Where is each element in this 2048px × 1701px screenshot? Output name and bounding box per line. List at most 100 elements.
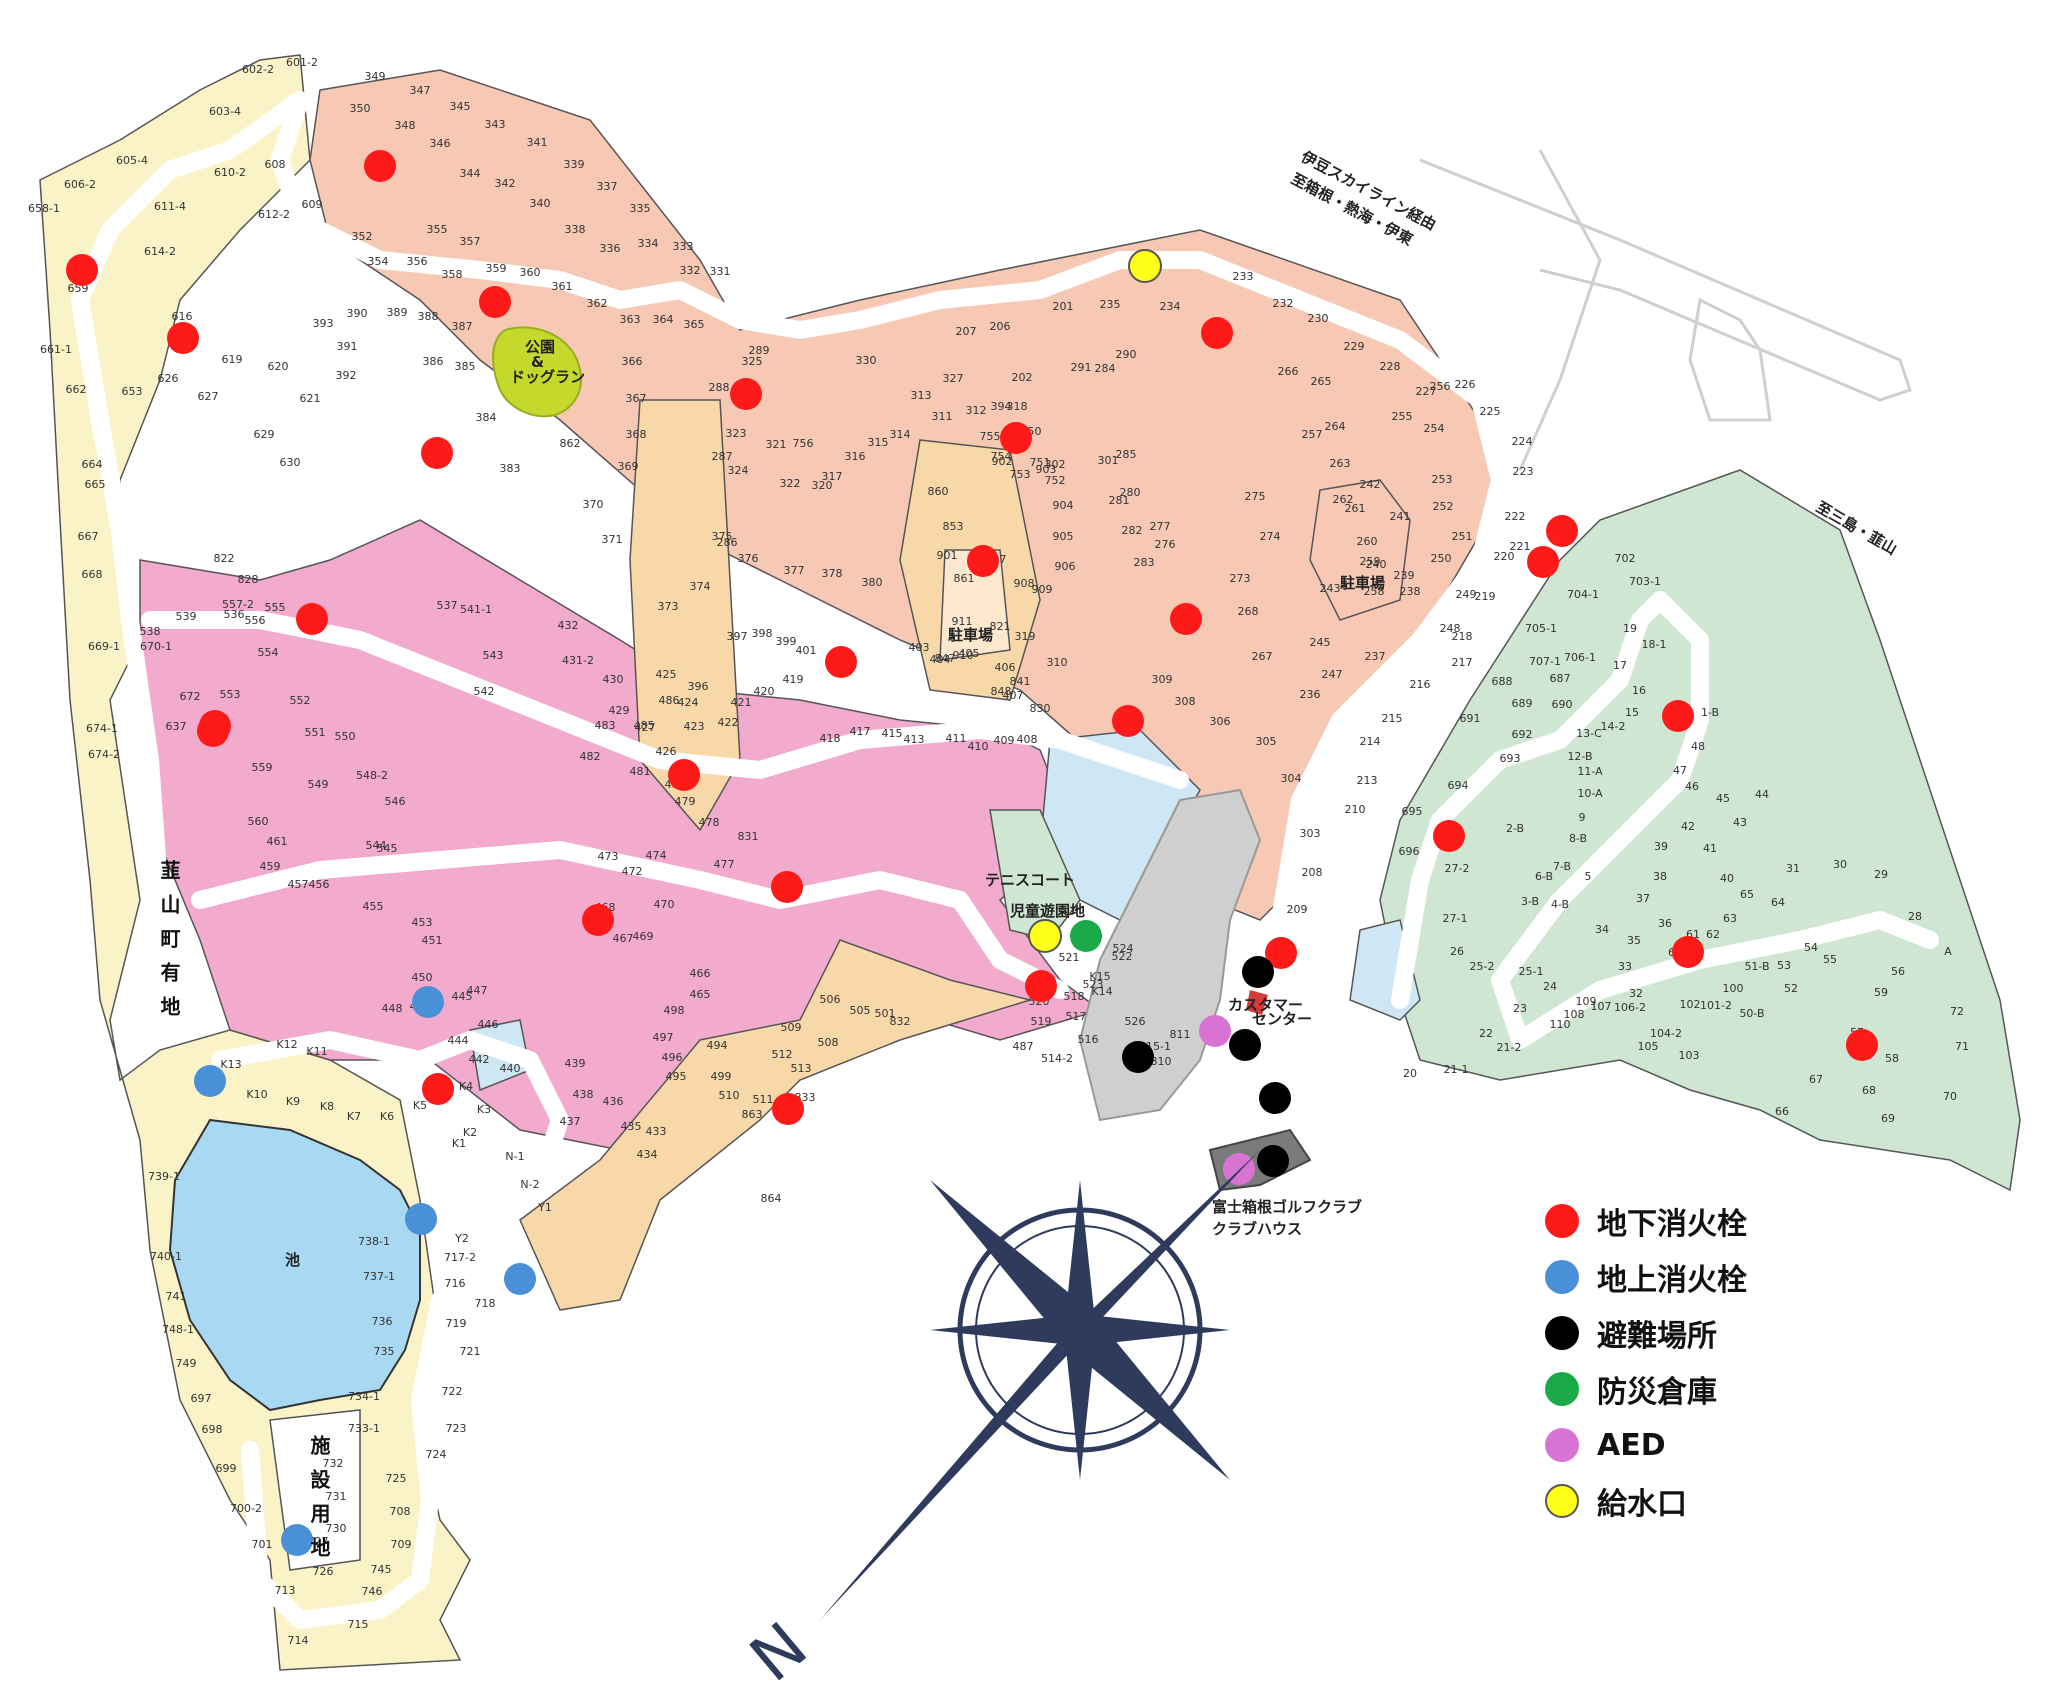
lot-label: 218 xyxy=(1452,630,1473,643)
lot-label: 821 xyxy=(990,620,1011,633)
evacuation-site-marker xyxy=(1257,1145,1289,1177)
aed-marker xyxy=(1223,1153,1255,1185)
lot-label: 348 xyxy=(395,119,416,132)
lot-label: 225 xyxy=(1480,405,1501,418)
lot-label: 385 xyxy=(455,360,476,373)
evacuation-site-marker xyxy=(1122,1041,1154,1073)
lot-label: K12 xyxy=(276,1038,297,1051)
aboveground-hydrant-marker xyxy=(194,1065,226,1097)
lot-label: 264 xyxy=(1325,420,1346,433)
lot-label: 233 xyxy=(1233,270,1254,283)
pond xyxy=(168,1118,421,1412)
lot-label: 323 xyxy=(726,427,747,440)
lot-label: 513 xyxy=(791,1062,812,1075)
lot-label: 522 xyxy=(1112,950,1133,963)
disaster-storage-marker xyxy=(1070,920,1102,952)
lot-label: 536 xyxy=(224,608,245,621)
underground-hydrant-marker xyxy=(296,603,328,635)
lot-label: 674-2 xyxy=(88,748,120,761)
lot-label: 537 xyxy=(437,599,458,612)
lot-label: 605-4 xyxy=(116,154,148,167)
underground-hydrant-marker xyxy=(967,545,999,577)
lot-label: 245 xyxy=(1310,636,1331,649)
lot-label: 431-2 xyxy=(562,654,594,667)
lot-label: 47 xyxy=(1673,764,1687,777)
lot-label: 24 xyxy=(1543,980,1557,993)
water-supply-marker xyxy=(1128,249,1162,283)
lot-label: 410 xyxy=(968,740,989,753)
underground-hydrant-marker xyxy=(1662,700,1694,732)
pink-dot-icon xyxy=(1545,1428,1579,1462)
lot-label: 335 xyxy=(630,202,651,215)
lot-label: 448 xyxy=(382,1002,403,1015)
lot-label: 674-1 xyxy=(86,722,118,735)
lot-label: 557-2 xyxy=(222,598,254,611)
lot-label: 58 xyxy=(1885,1052,1899,1065)
lot-label: 365 xyxy=(684,318,705,331)
lot-label: 224 xyxy=(1512,435,1533,448)
lot-label: 736 xyxy=(372,1315,393,1328)
lot-label: 283 xyxy=(1134,556,1155,569)
yellow-dot-icon xyxy=(1545,1484,1579,1518)
lot-label: 482 xyxy=(580,750,601,763)
lot-label: 288 xyxy=(709,381,730,394)
park-label-line-1: 公園 xyxy=(525,338,555,356)
lot-label: 281 xyxy=(1109,494,1130,507)
lot-label: 238 xyxy=(1400,585,1421,598)
lot-label: K3 xyxy=(477,1103,491,1116)
lot-label: 724 xyxy=(426,1448,447,1461)
lot-label: 346 xyxy=(430,137,451,150)
lot-label: 276 xyxy=(1155,538,1176,551)
lot-label: 249 xyxy=(1456,588,1477,601)
lot-label: N-1 xyxy=(505,1150,524,1163)
lot-label: 415 xyxy=(882,727,903,740)
lot-label: 67 xyxy=(1809,1073,1823,1086)
lot-label: 265 xyxy=(1311,375,1332,388)
lot-label: 602-2 xyxy=(242,63,274,76)
lot-label: 284 xyxy=(1095,362,1116,375)
lot-label: 483 xyxy=(595,719,616,732)
lot-label: 259 xyxy=(1360,555,1381,568)
lot-label: 864 xyxy=(761,1192,782,1205)
lot-label: 396 xyxy=(688,680,709,693)
lot-label: 725 xyxy=(386,1472,407,1485)
lot-label: 703-1 xyxy=(1629,575,1661,588)
lot-label: 413 xyxy=(904,733,925,746)
lot-label: 670-1 xyxy=(140,640,172,653)
lot-label: K1 xyxy=(452,1137,466,1150)
lot-label: 357 xyxy=(460,235,481,248)
lot-label: 455 xyxy=(363,900,384,913)
lot-label: 608 xyxy=(265,158,286,171)
lot-label: 610-2 xyxy=(214,166,246,179)
lot-label: 863 xyxy=(742,1108,763,1121)
lot-label: 7-B xyxy=(1553,860,1571,873)
underground-hydrant-marker xyxy=(771,871,803,903)
lot-label: 206 xyxy=(990,320,1011,333)
underground-hydrant-marker xyxy=(825,646,857,678)
underground-hydrant-marker xyxy=(1000,422,1032,454)
parking-label-1: 駐車場 xyxy=(948,626,993,644)
lot-label: 339 xyxy=(564,158,585,171)
lot-label: 5 xyxy=(1585,870,1592,883)
lot-label: 734-1 xyxy=(348,1390,380,1403)
lot-label: 370 xyxy=(583,498,604,511)
lot-label: 709 xyxy=(391,1538,412,1551)
road-clubhouse xyxy=(1111,911,1289,1249)
park-label-line-2: & xyxy=(531,353,544,371)
lot-label: 376 xyxy=(738,552,759,565)
lot-label: 713 xyxy=(275,1584,296,1597)
clubhouse-label-line-1: 富士箱根ゴルフクラブ xyxy=(1212,1198,1362,1216)
underground-hydrant-marker xyxy=(1201,317,1233,349)
lot-label: 477 xyxy=(714,858,735,871)
lot-label: 495 xyxy=(666,1070,687,1083)
highway-edge-a xyxy=(1419,158,1912,402)
lot-label: 436 xyxy=(603,1095,624,1108)
lot-label: 39 xyxy=(1654,840,1668,853)
lot-label: 386 xyxy=(423,355,444,368)
lot-label: 695 xyxy=(1402,805,1423,818)
lot-label: 841 xyxy=(1010,675,1031,688)
lot-label: 549 xyxy=(308,778,329,791)
lot-label: 430 xyxy=(603,673,624,686)
underground-hydrant-marker xyxy=(1265,937,1297,969)
road-middle xyxy=(141,611,1189,789)
